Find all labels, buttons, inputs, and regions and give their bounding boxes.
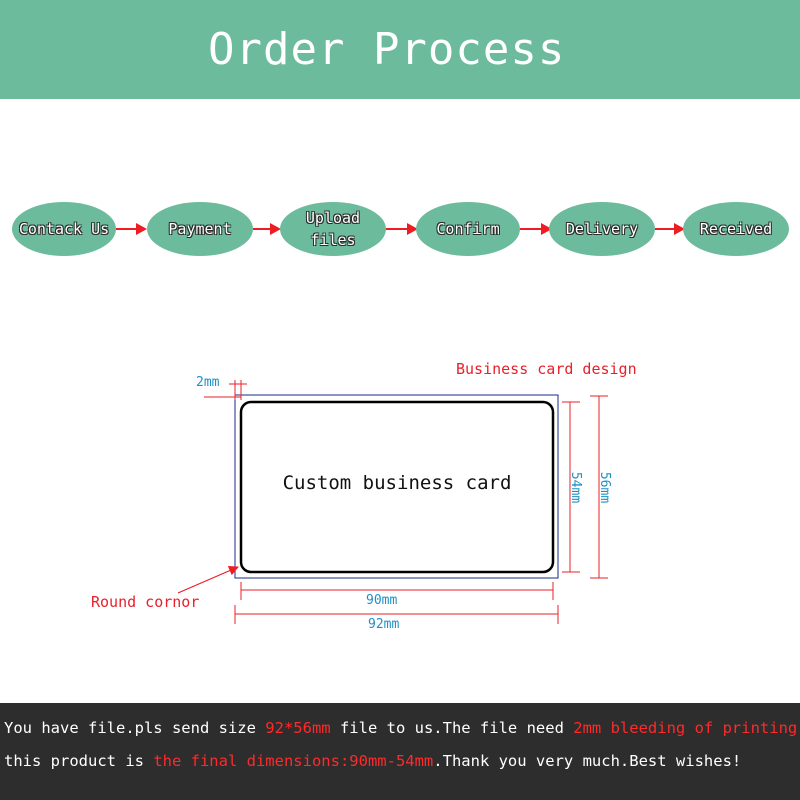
arrow-connector xyxy=(520,228,542,230)
step-upload-files: Upload files xyxy=(280,202,386,256)
step-payment: Payment xyxy=(147,202,253,256)
arrow-connector xyxy=(253,228,271,230)
bleed-boundary xyxy=(234,394,559,579)
arrow-head xyxy=(541,223,552,235)
corner-pointer-arrow xyxy=(177,565,239,594)
footer-line-2: this product is the final dimensions:90m… xyxy=(4,752,742,770)
arrow-connector xyxy=(116,228,138,230)
card-title: Custom business card xyxy=(282,472,512,494)
corner-label: Round cornor xyxy=(91,593,200,611)
arrow-head xyxy=(136,223,147,235)
bleed-dimension xyxy=(204,380,247,400)
bleed-label: 2mm xyxy=(196,375,220,390)
width-dimensions xyxy=(234,582,559,624)
step-delivery: Delivery xyxy=(549,202,655,256)
arrow-head xyxy=(674,223,685,235)
card-outline xyxy=(239,400,555,574)
height-dimensions xyxy=(562,395,608,579)
inner-height-label: 54mm xyxy=(568,471,584,504)
step-contact-us: Contack Us xyxy=(12,202,116,256)
outer-width-label: 92mm xyxy=(368,617,400,632)
arrow-connector xyxy=(386,228,408,230)
page-title: Order Process xyxy=(208,24,566,75)
step-received: Received xyxy=(683,202,789,256)
size-highlight: 92*56mm xyxy=(265,719,331,737)
outer-height-label: 56mm xyxy=(597,471,613,504)
header-banner: Order Process xyxy=(0,0,800,99)
arrow-head xyxy=(407,223,418,235)
design-label: Business card design xyxy=(456,360,637,378)
inner-width-label: 90mm xyxy=(366,593,398,608)
dimensions-highlight: the final dimensions:90mm-54mm xyxy=(153,752,434,770)
bleed-highlight: 2mm bleeding of printing xyxy=(573,719,798,737)
step-confirm: Confirm xyxy=(416,202,520,256)
arrow-head xyxy=(270,223,281,235)
arrow-connector xyxy=(655,228,675,230)
footer-notice: You have file.pls send size 92*56mm file… xyxy=(0,703,800,800)
footer-line-1: You have file.pls send size 92*56mm file… xyxy=(4,719,798,737)
